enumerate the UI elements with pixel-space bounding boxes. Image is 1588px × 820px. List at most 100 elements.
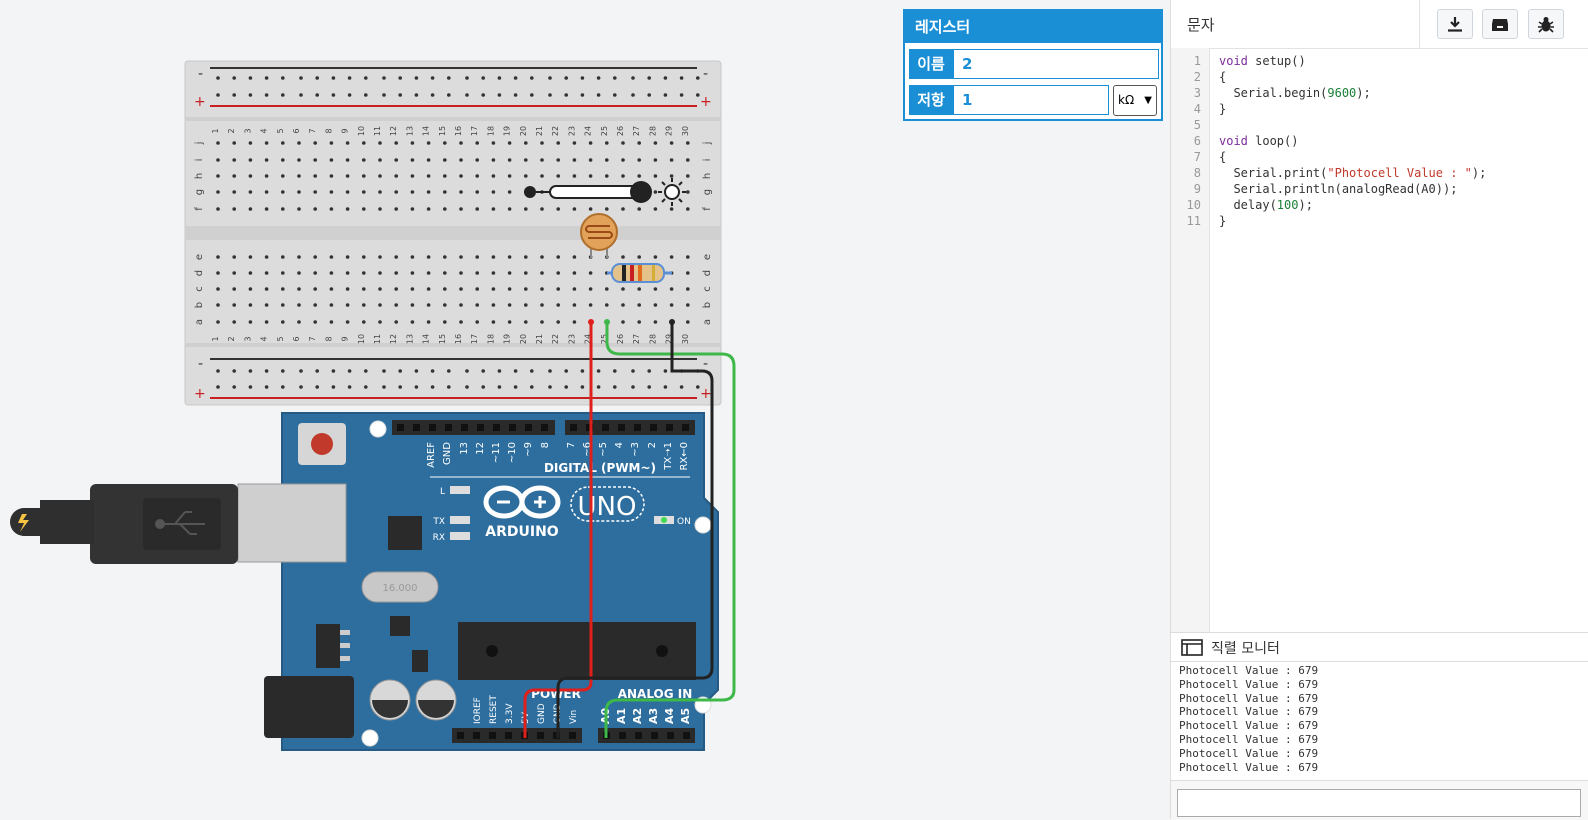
terminal-hole[interactable] — [572, 320, 577, 324]
rail-hole[interactable] — [647, 369, 651, 373]
terminal-hole[interactable] — [621, 141, 625, 145]
terminal-hole[interactable] — [248, 158, 253, 162]
terminal-hole[interactable] — [297, 271, 301, 275]
terminal-hole[interactable] — [345, 174, 350, 178]
header-pin[interactable] — [461, 424, 468, 431]
terminal-hole[interactable] — [459, 320, 463, 324]
terminal-hole[interactable] — [232, 320, 236, 324]
circuit-drawing[interactable]: - + - + - + - + 112233445566778899101011… — [0, 0, 1170, 819]
header-pin[interactable] — [650, 424, 657, 431]
header-pin[interactable] — [570, 424, 577, 431]
header-pin[interactable] — [477, 424, 484, 431]
terminal-hole[interactable] — [345, 320, 350, 324]
terminal-hole[interactable] — [394, 207, 399, 211]
rail-hole[interactable] — [281, 369, 285, 373]
rail-hole[interactable] — [315, 385, 320, 389]
terminal-hole[interactable] — [216, 303, 220, 307]
terminal-hole[interactable] — [459, 255, 463, 259]
name-input[interactable]: 2 — [953, 49, 1159, 79]
terminal-hole[interactable] — [426, 303, 431, 307]
terminal-hole[interactable] — [329, 271, 334, 275]
terminal-hole[interactable] — [507, 255, 512, 259]
rail-hole[interactable] — [216, 76, 220, 80]
terminal-hole[interactable] — [345, 207, 350, 211]
terminal-hole[interactable] — [281, 320, 285, 324]
terminal-hole[interactable] — [394, 158, 399, 162]
rail-hole[interactable] — [679, 385, 684, 389]
header-pin[interactable] — [505, 732, 512, 739]
digital-header-left[interactable] — [392, 420, 555, 435]
terminal-hole[interactable] — [426, 141, 431, 145]
terminal-hole[interactable] — [669, 287, 674, 291]
terminal-hole[interactable] — [459, 207, 463, 211]
rail-hole[interactable] — [465, 76, 469, 80]
terminal-hole[interactable] — [653, 141, 658, 145]
terminal-hole[interactable] — [507, 174, 512, 178]
terminal-hole[interactable] — [605, 303, 609, 307]
terminal-hole[interactable] — [507, 207, 512, 211]
rail-hole[interactable] — [631, 93, 635, 97]
light-level-slider[interactable] — [524, 178, 686, 206]
terminal-hole[interactable] — [540, 141, 544, 145]
terminal-hole[interactable] — [297, 141, 301, 145]
terminal-hole[interactable] — [556, 174, 560, 178]
terminal-hole[interactable] — [588, 174, 593, 178]
terminal-hole[interactable] — [475, 255, 480, 259]
terminal-hole[interactable] — [345, 303, 350, 307]
terminal-hole[interactable] — [264, 271, 269, 275]
terminal-hole[interactable] — [605, 174, 609, 178]
rail-hole[interactable] — [530, 369, 534, 373]
header-pin[interactable] — [493, 424, 500, 431]
terminal-hole[interactable] — [556, 271, 560, 275]
terminal-hole[interactable] — [329, 141, 334, 145]
terminal-hole[interactable] — [459, 158, 463, 162]
rail-hole[interactable] — [347, 385, 352, 389]
rail-hole[interactable] — [530, 93, 534, 97]
terminal-hole[interactable] — [491, 271, 496, 275]
terminal-hole[interactable] — [556, 158, 560, 162]
rail-hole[interactable] — [580, 385, 585, 389]
terminal-hole[interactable] — [410, 190, 415, 194]
terminal-hole[interactable] — [653, 158, 658, 162]
terminal-hole[interactable] — [426, 207, 431, 211]
terminal-hole[interactable] — [394, 255, 399, 259]
terminal-hole[interactable] — [297, 174, 301, 178]
terminal-hole[interactable] — [313, 190, 318, 194]
terminal-hole[interactable] — [556, 303, 560, 307]
header-pin[interactable] — [634, 424, 641, 431]
header-pin[interactable] — [651, 732, 658, 739]
terminal-hole[interactable] — [475, 303, 480, 307]
terminal-hole[interactable] — [410, 255, 415, 259]
terminal-hole[interactable] — [232, 255, 236, 259]
terminal-hole[interactable] — [443, 320, 447, 324]
terminal-hole[interactable] — [313, 271, 318, 275]
rail-hole[interactable] — [465, 93, 469, 97]
terminal-hole[interactable] — [394, 271, 399, 275]
terminal-hole[interactable] — [443, 190, 447, 194]
terminal-hole[interactable] — [605, 207, 609, 211]
terminal-hole[interactable] — [524, 303, 528, 307]
terminal-hole[interactable] — [394, 174, 399, 178]
rail-hole[interactable] — [216, 385, 220, 389]
terminal-hole[interactable] — [524, 158, 528, 162]
rail-hole[interactable] — [548, 76, 552, 80]
rail-hole[interactable] — [414, 369, 419, 373]
terminal-hole[interactable] — [248, 287, 253, 291]
terminal-hole[interactable] — [588, 303, 593, 307]
rail-hole[interactable] — [647, 385, 651, 389]
analog-header[interactable] — [598, 728, 695, 743]
terminal-hole[interactable] — [443, 303, 447, 307]
terminal-hole[interactable] — [459, 303, 463, 307]
header-pin[interactable] — [445, 424, 452, 431]
terminal-hole[interactable] — [572, 158, 577, 162]
rail-hole[interactable] — [513, 93, 518, 97]
terminal-hole[interactable] — [507, 158, 512, 162]
terminal-hole[interactable] — [248, 303, 253, 307]
rail-hole[interactable] — [232, 369, 236, 373]
terminal-hole[interactable] — [540, 320, 544, 324]
rail-hole[interactable] — [447, 385, 451, 389]
header-pin[interactable] — [397, 424, 404, 431]
terminal-hole[interactable] — [232, 141, 236, 145]
